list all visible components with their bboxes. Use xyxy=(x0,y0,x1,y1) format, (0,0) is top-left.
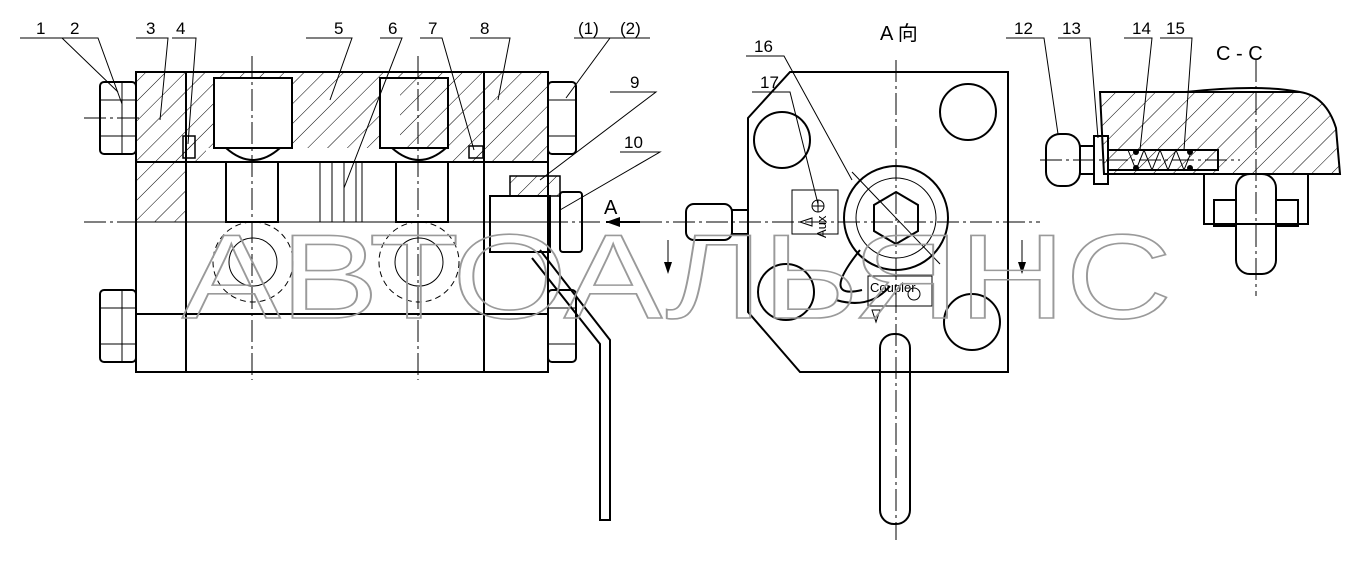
coupler-label: Coupler xyxy=(870,280,916,295)
part-number-15: 15 xyxy=(1166,19,1185,38)
bolt-head-tl xyxy=(753,111,811,169)
part-number-16: 16 xyxy=(754,37,773,56)
watermark: АВТОАЛЬЯНС xyxy=(182,210,1172,344)
section-c-c xyxy=(1040,60,1342,296)
aux-label: Aux xyxy=(814,215,829,238)
view-a-title: A 向 xyxy=(880,22,918,45)
section-body-hatched xyxy=(1098,91,1342,175)
part-number-7: 7 xyxy=(428,19,437,38)
bolt-head-bl xyxy=(757,263,815,321)
part-number-(1): (1) xyxy=(578,19,599,38)
part-number-3: 3 xyxy=(146,19,155,38)
section-arrow-label: A xyxy=(604,197,618,219)
section-title: C - C xyxy=(1216,43,1263,65)
part-number-1: 1 xyxy=(36,19,45,38)
hatched-end-cap-left xyxy=(136,72,186,222)
part-number-8: 8 xyxy=(480,19,489,38)
front-section-view: A xyxy=(84,56,640,521)
part-number-12: 12 xyxy=(1014,19,1033,38)
part-number-9: 9 xyxy=(630,73,639,92)
hatched-body-top xyxy=(186,72,484,162)
part-number-13: 13 xyxy=(1062,19,1081,38)
lever-rod xyxy=(531,249,611,521)
nut-9 xyxy=(509,175,561,197)
part-number-4: 4 xyxy=(176,19,185,38)
leaders-right xyxy=(1006,37,1193,151)
seal-7 xyxy=(468,145,484,159)
part-number-10: 10 xyxy=(624,133,643,152)
fitting-10 xyxy=(489,195,551,253)
seal-4 xyxy=(182,135,196,159)
bolt-head-tr xyxy=(939,83,997,141)
bolt-head-br xyxy=(943,293,1001,351)
view-a: Aux Coupler xyxy=(640,60,1040,540)
bolt-right-upper xyxy=(547,81,577,155)
part-number-(2): (2) xyxy=(620,19,641,38)
part-number-14: 14 xyxy=(1132,19,1151,38)
part-number-17: 17 xyxy=(760,73,779,92)
part-number-5: 5 xyxy=(334,19,343,38)
leaders-left xyxy=(20,37,662,211)
leaders-middle xyxy=(746,55,853,205)
hatched-end-cap-right xyxy=(484,72,548,162)
part-number-2: 2 xyxy=(70,19,79,38)
bolt-1-2-lower xyxy=(99,289,137,363)
part-number-6: 6 xyxy=(388,19,397,38)
plate-outline xyxy=(747,71,1009,373)
handle-grip xyxy=(879,333,911,525)
